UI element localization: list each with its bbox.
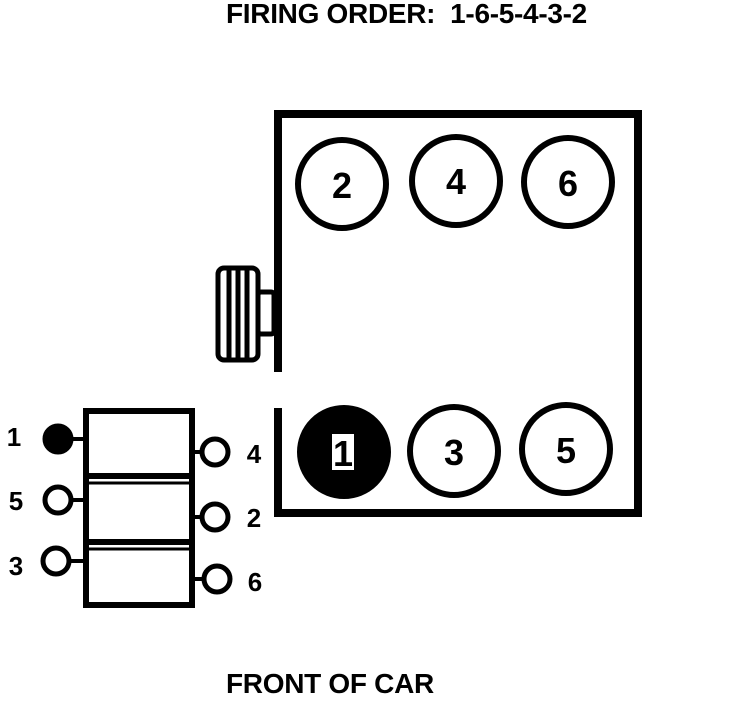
firing-order-title: FIRING ORDER: 1-6-5-4-3-2 — [226, 0, 587, 29]
terminal-4-label: 4 — [247, 439, 262, 469]
cylinder-5-label: 5 — [556, 430, 576, 471]
crank-pulley — [215, 265, 277, 363]
cylinder-3-label: 3 — [444, 432, 464, 473]
cylinder-3: 3 — [407, 404, 501, 498]
cylinder-6: 6 — [521, 135, 615, 229]
terminal-2 — [192, 501, 231, 533]
cylinder-6-label: 6 — [558, 163, 578, 204]
terminal-3 — [40, 545, 86, 577]
terminal-3-label: 3 — [9, 551, 23, 581]
cylinder-2-label: 2 — [332, 165, 352, 206]
terminal-6 — [192, 563, 233, 595]
front-of-car-label: FRONT OF CAR — [226, 668, 434, 699]
cylinder-2: 2 — [295, 137, 389, 231]
terminal-1-label: 1 — [7, 422, 21, 452]
terminal-5-label: 5 — [9, 486, 23, 516]
terminal-2-label: 2 — [247, 503, 261, 533]
cylinder-5: 5 — [519, 402, 613, 496]
terminal-6-label: 6 — [248, 567, 262, 597]
cylinder-4: 4 — [409, 134, 503, 228]
engine-block — [274, 110, 642, 517]
cylinder-4-label: 4 — [446, 161, 466, 202]
cylinder-1-label: 1 — [333, 433, 353, 474]
terminal-5 — [42, 484, 86, 516]
terminal-4 — [192, 436, 231, 468]
terminal-1 — [42, 423, 86, 455]
cylinder-1: 1 — [297, 405, 391, 499]
coil-pack — [83, 408, 195, 608]
